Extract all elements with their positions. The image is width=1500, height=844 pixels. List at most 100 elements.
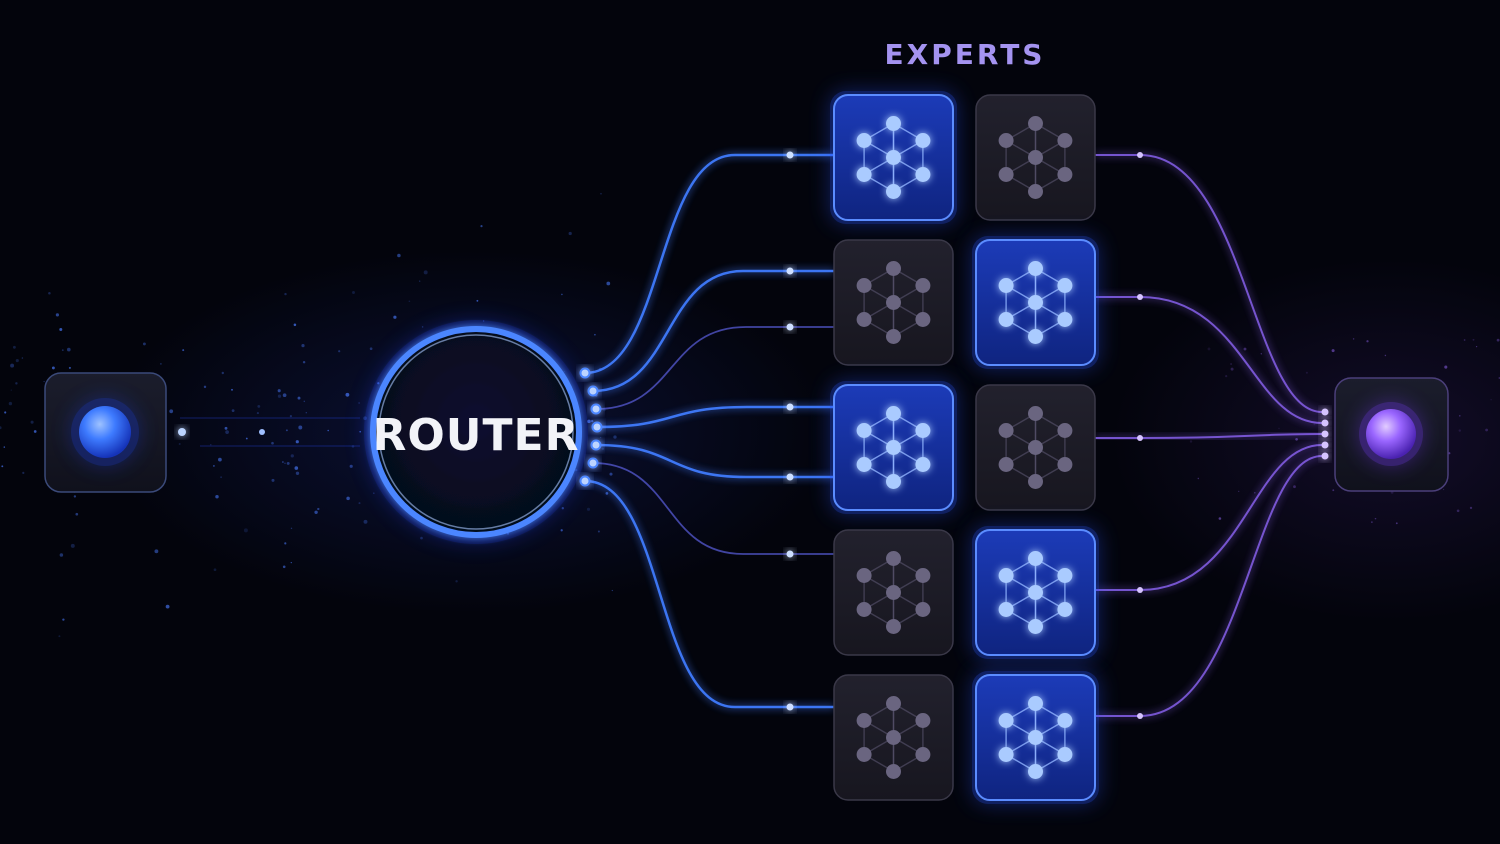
particle	[1384, 354, 1387, 357]
particle	[597, 530, 600, 533]
particle	[480, 225, 483, 228]
particle	[1459, 415, 1461, 417]
particle	[419, 280, 421, 282]
particle	[59, 328, 63, 331]
route-dot	[786, 703, 794, 711]
particle	[21, 357, 24, 359]
neural-network-icon	[856, 406, 931, 489]
particle	[611, 589, 613, 592]
particle	[1444, 365, 1448, 369]
particle	[393, 315, 397, 319]
input-orb-icon	[79, 406, 131, 458]
particle	[55, 313, 59, 317]
particle	[1485, 428, 1488, 432]
particle	[305, 412, 307, 414]
particle	[1230, 363, 1233, 365]
router-route-line	[592, 462, 834, 555]
particle	[289, 415, 292, 418]
particle	[317, 507, 320, 511]
particle	[1395, 522, 1398, 525]
particle	[346, 496, 350, 501]
particle	[1352, 338, 1355, 340]
expert-r5-c2-active	[972, 671, 1099, 804]
particle	[397, 253, 401, 258]
neural-network-icon	[998, 116, 1073, 199]
particle	[560, 529, 563, 532]
particle	[218, 457, 222, 462]
particle	[1189, 440, 1193, 443]
particle-field	[0, 192, 1500, 638]
particle	[1490, 399, 1492, 401]
output-orb-icon	[1366, 409, 1416, 459]
neural-network-icon	[998, 261, 1073, 344]
neural-network-icon	[998, 406, 1073, 489]
route-dot	[1137, 152, 1143, 158]
particle	[301, 344, 305, 348]
particle	[1331, 349, 1335, 353]
route-dot	[786, 473, 794, 481]
particle	[290, 454, 294, 458]
particle	[295, 471, 300, 475]
particle	[10, 363, 15, 368]
particle	[73, 495, 77, 498]
particle	[1225, 375, 1228, 378]
particle	[408, 300, 411, 303]
particle	[62, 618, 65, 621]
particle	[1197, 477, 1200, 480]
particle	[295, 440, 299, 444]
router-route-line	[584, 153, 834, 375]
particle	[8, 401, 13, 406]
route-dot	[786, 267, 794, 275]
output-route-line	[1095, 296, 1323, 424]
particle	[605, 492, 609, 495]
experts-grid	[830, 91, 1099, 804]
expert-r2-c1-inactive	[833, 239, 954, 366]
particle	[58, 635, 61, 638]
neural-network-icon	[998, 696, 1073, 779]
particle	[68, 366, 71, 369]
expert-r1-c1-active	[830, 91, 957, 224]
particle	[284, 292, 287, 296]
expert-r5-c1-inactive	[833, 674, 954, 801]
output-route-line	[1095, 433, 1323, 439]
particle	[271, 441, 274, 445]
router-route-line	[592, 269, 834, 393]
particle	[169, 409, 174, 414]
expert-r1-c2-inactive	[975, 94, 1096, 221]
router-expert-connections	[584, 151, 834, 711]
light-streaks	[0, 417, 1500, 447]
route-dot	[1137, 587, 1143, 593]
particle	[586, 507, 591, 511]
particle	[1305, 371, 1308, 374]
particle	[1207, 347, 1211, 351]
particle	[351, 445, 355, 448]
particle	[286, 461, 290, 465]
experts-title: EXPERTS	[885, 38, 1046, 71]
particle	[293, 323, 297, 327]
particle	[561, 507, 564, 510]
input-node	[44, 372, 167, 493]
particle	[1332, 489, 1335, 492]
particle	[59, 553, 64, 557]
particle	[609, 472, 613, 476]
router-port	[587, 385, 599, 397]
particle	[282, 461, 284, 463]
particle	[282, 565, 286, 569]
particle	[1496, 338, 1500, 342]
particle	[10, 389, 12, 391]
output-route-line	[1095, 455, 1323, 717]
output-port	[1321, 430, 1329, 438]
particle	[601, 447, 605, 450]
particle	[420, 536, 423, 540]
particle	[210, 444, 212, 446]
neural-network-icon	[856, 116, 931, 199]
particle	[363, 519, 368, 524]
particle	[369, 347, 373, 351]
output-port	[1321, 408, 1329, 416]
particle	[298, 425, 303, 430]
particle	[1456, 509, 1460, 513]
particle	[22, 471, 25, 475]
particle	[1371, 521, 1373, 523]
expert-r2-c2-active	[972, 236, 1099, 369]
